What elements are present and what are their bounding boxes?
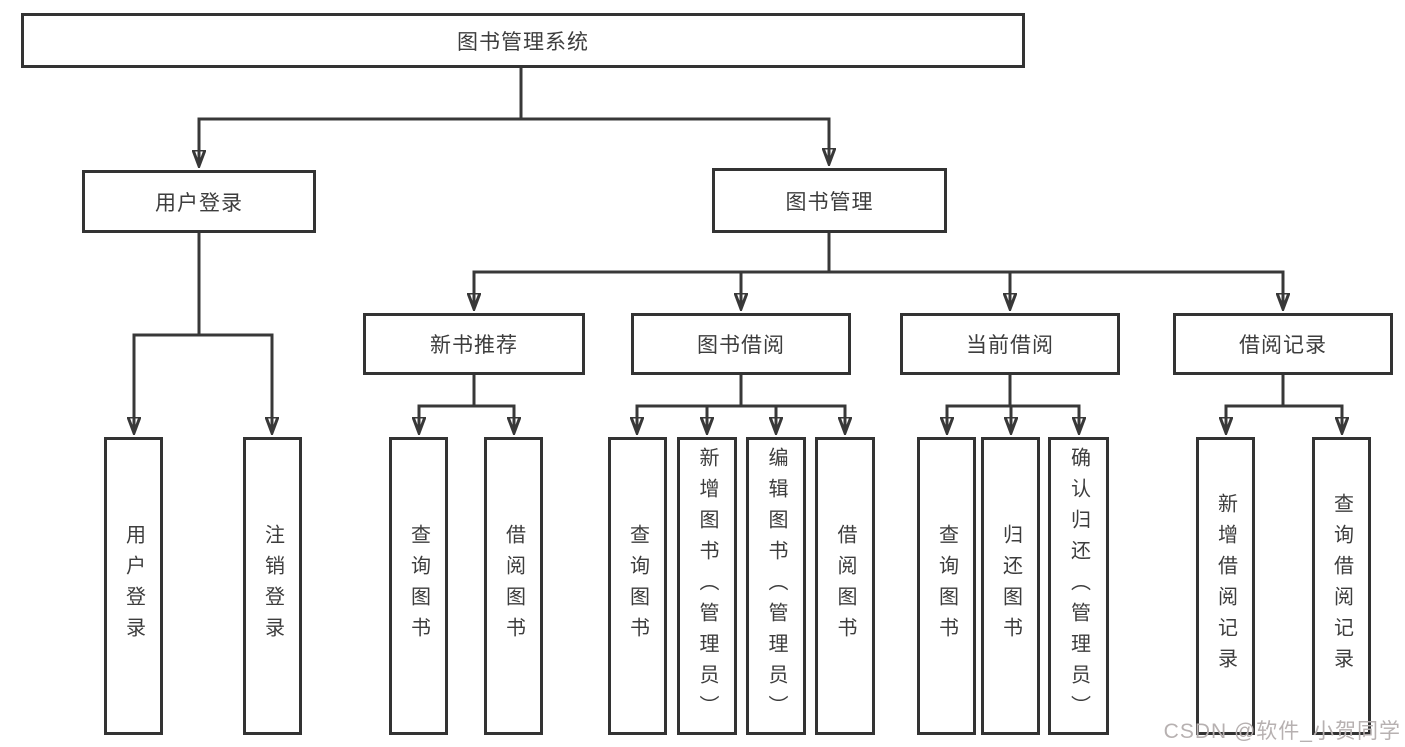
connector-borrow-record-branch bbox=[1225, 375, 1344, 431]
leaf-logout: 注销登录 bbox=[243, 437, 302, 735]
leaf-borrow-books-recommend: 借阅图书 bbox=[484, 437, 543, 735]
connector-book-management-branch bbox=[473, 233, 1285, 307]
leaf-query-books-recommend: 查询图书 bbox=[389, 437, 448, 735]
leaf-borrow-books: 借阅图书 bbox=[815, 437, 875, 735]
node-borrow-record: 借阅记录 bbox=[1173, 313, 1393, 375]
connector-new-book-branch bbox=[418, 375, 516, 431]
leaf-edit-books-admin: 编辑图书（管理员） bbox=[746, 437, 806, 735]
connector-root-to-level2 bbox=[198, 68, 831, 164]
connector-user-login-branch bbox=[133, 233, 274, 431]
node-user-login: 用户登录 bbox=[82, 170, 316, 233]
leaf-query-borrow-record: 查询借阅记录 bbox=[1312, 437, 1371, 735]
node-book-borrow: 图书借阅 bbox=[631, 313, 851, 375]
leaf-return-books: 归还图书 bbox=[981, 437, 1040, 735]
leaf-query-books-borrow: 查询图书 bbox=[608, 437, 667, 735]
node-library-system: 图书管理系统 bbox=[21, 13, 1025, 68]
csdn-watermark: CSDN @软件_小贺同学 bbox=[1163, 720, 1401, 743]
leaf-add-borrow-record: 新增借阅记录 bbox=[1196, 437, 1255, 735]
leaf-confirm-return-admin: 确认归还（管理员） bbox=[1048, 437, 1109, 735]
leaf-add-books-admin: 新增图书（管理员） bbox=[677, 437, 737, 735]
connector-current-borrow-branch bbox=[946, 375, 1081, 431]
node-book-management: 图书管理 bbox=[712, 168, 947, 233]
connector-book-borrow-branch bbox=[636, 375, 847, 431]
node-new-book-recommend: 新书推荐 bbox=[363, 313, 585, 375]
node-current-borrow: 当前借阅 bbox=[900, 313, 1120, 375]
leaf-user-login: 用户登录 bbox=[104, 437, 163, 735]
leaf-query-books-current: 查询图书 bbox=[917, 437, 976, 735]
